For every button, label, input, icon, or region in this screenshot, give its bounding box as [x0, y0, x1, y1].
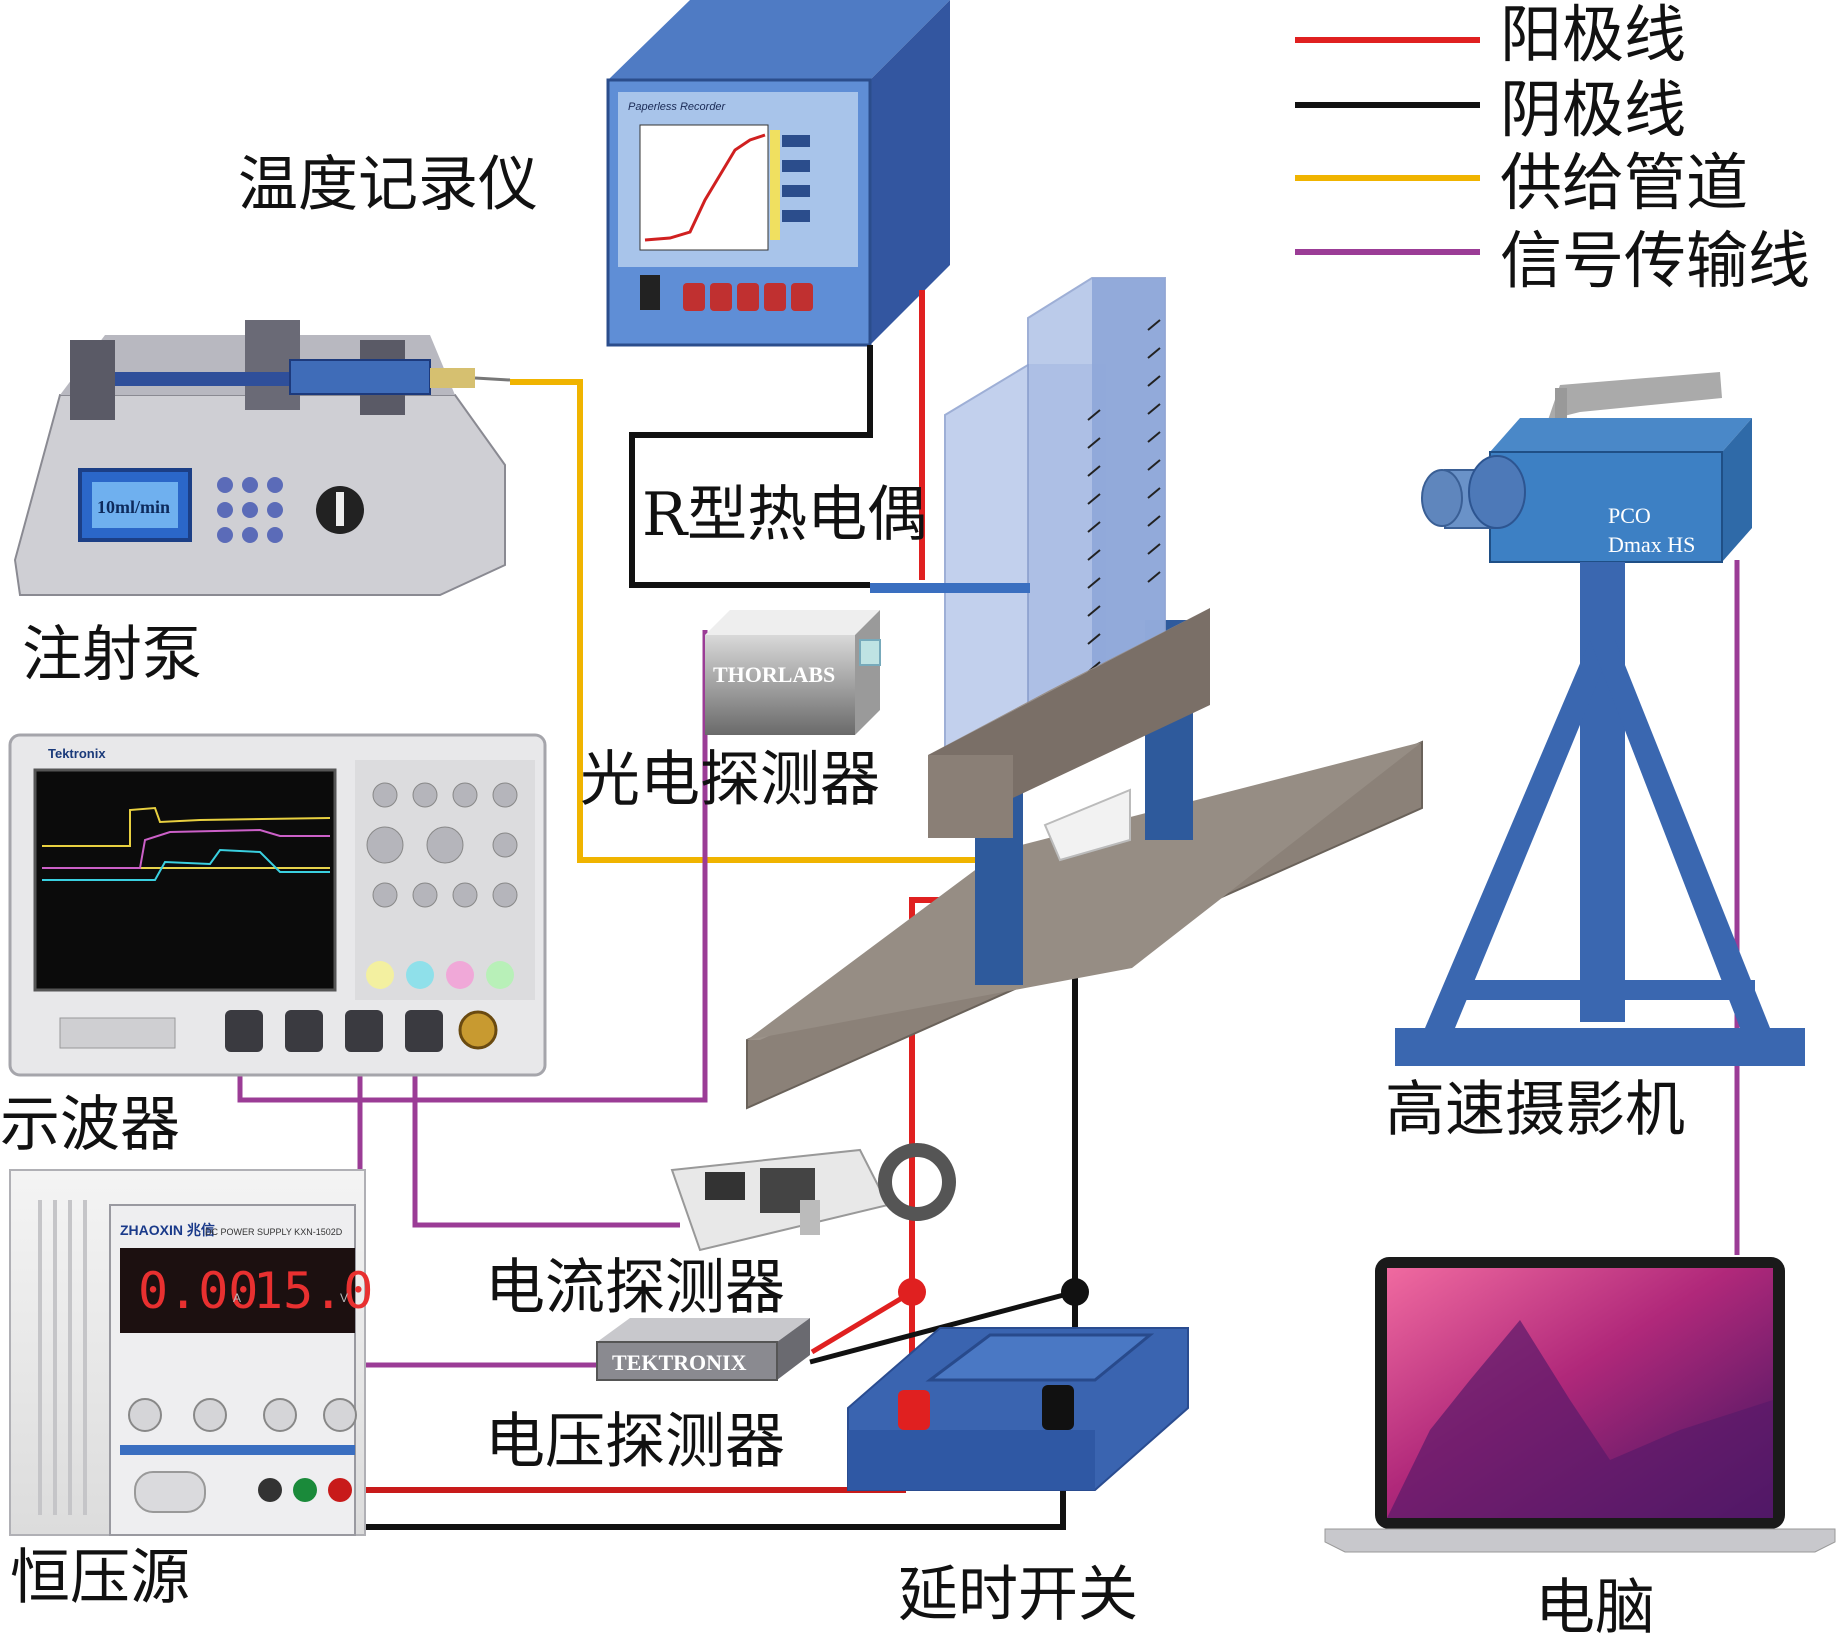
anode-junction [898, 1278, 926, 1306]
syringe-pump-label: 注射泵 [22, 620, 202, 690]
legend: 阳极线 阴极线 供给管道 信号传输线 [1295, 0, 1810, 297]
oscilloscope-label: 示波器 [0, 1090, 180, 1160]
reactor-assembly [746, 277, 1423, 1110]
high-speed-camera: PCO Dmax HS [1395, 372, 1805, 1066]
cathode-junction [1061, 1278, 1089, 1306]
supply-pipe [510, 379, 1060, 863]
wire-thermocouple-black [629, 345, 873, 588]
legend-label-cathode: 阴极线 [1500, 73, 1686, 146]
voltage-probe-brand: TEKTRONIX [612, 1350, 747, 1375]
delay-switch-label: 延时开关 [898, 1560, 1138, 1630]
anode-terminal [898, 1390, 930, 1430]
syringe-pump-display: 10ml/min [97, 497, 170, 517]
current-probe-label: 电流探测器 [485, 1253, 785, 1323]
temperature-recorder: Paperless Recorder [606, 0, 950, 347]
cathode-terminal [1042, 1385, 1074, 1430]
legend-label-supply: 供给管道 [1500, 146, 1748, 219]
camera-label: 高速摄影机 [1385, 1075, 1685, 1145]
anode-probe-lead [810, 1289, 914, 1355]
computer-label: 电脑 [1535, 1573, 1655, 1641]
photodetector-label: 光电探测器 [580, 745, 880, 815]
signal-current-probe-oscilloscope [412, 1030, 680, 1228]
power-supply-voltage-unit: V [340, 1291, 348, 1305]
thermocouple-label: R型热电偶 [642, 480, 927, 550]
syringe-pump: 10ml/min [13, 320, 511, 596]
oscilloscope: Tektronix [8, 733, 547, 1077]
photodetector-brand: THORLABS [713, 662, 835, 687]
current-probe [670, 1143, 956, 1252]
recorder-brand: Paperless Recorder [628, 101, 727, 113]
power-supply-current: 0.00 [138, 1262, 258, 1320]
power-supply-model: DC POWER SUPPLY KXN-1502D [205, 1227, 343, 1237]
camera-brand-line1: PCO [1608, 503, 1651, 528]
power-supply-brand: ZHAOXIN 兆信 [120, 1222, 215, 1238]
power-supply-label: 恒压源 [10, 1543, 190, 1613]
power-supply: ZHAOXIN 兆信 DC POWER SUPPLY KXN-1502D 0.0… [9, 1169, 373, 1536]
legend-label-anode: 阳极线 [1500, 0, 1686, 71]
power-supply-current-unit: A [233, 1291, 241, 1305]
power-supply-voltage: 15.0 [253, 1262, 373, 1320]
computer [1324, 1257, 1836, 1553]
camera-brand-line2: Dmax HS [1608, 532, 1695, 557]
voltage-probe-label: 电压探测器 [485, 1407, 785, 1477]
delay-switch [847, 1278, 1189, 1491]
oscilloscope-brand: Tektronix [48, 746, 106, 761]
temperature-recorder-label: 温度记录仪 [238, 150, 538, 220]
voltage-probe: TEKTRONIX [596, 1318, 810, 1381]
legend-label-signal: 信号传输线 [1500, 224, 1810, 297]
photodetector: THORLABS [705, 610, 881, 735]
